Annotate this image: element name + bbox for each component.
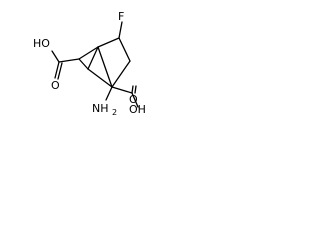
amine-subscript-label: 2: [112, 108, 117, 117]
left-carboxyl-oxygen-label: O: [51, 79, 60, 92]
structure-diagram: F HO O NH 2 O OH: [0, 0, 182, 148]
bond-c-n: [105, 86, 113, 101]
bond-ring-2: [118, 37, 131, 62]
bond-c-carboxyl-right: [111, 86, 133, 94]
bond-c-o-left-b: [57, 62, 63, 80]
bond-c-oh-left: [51, 50, 60, 63]
bond-c-o-right-b: [134, 85, 137, 94]
bond-cyclopropane-1: [87, 46, 99, 70]
bond-ring-4: [97, 46, 113, 88]
right-carboxyl-hydroxyl-label: OH: [129, 103, 146, 116]
bond-cyclopropane-3: [78, 46, 99, 60]
left-carboxyl-hydroxyl-label: HO: [33, 37, 50, 50]
amine-label: NH: [92, 102, 109, 115]
fluorine-label: F: [118, 10, 124, 23]
molecule-drawing: F HO O NH 2 O OH: [33, 10, 146, 117]
bond-cyclopropane-4: [78, 58, 89, 70]
bond-ring-1: [97, 37, 120, 48]
bond-c-f: [118, 21, 123, 39]
bond-c-o-right-a: [131, 85, 134, 94]
bond-ring-3: [111, 60, 131, 88]
bond-c-o-left-a: [54, 61, 60, 79]
bond-c-oh-right: [131, 92, 139, 108]
bond-cyclopropane-2: [87, 68, 113, 88]
bond-c-carboxyl-left: [58, 58, 80, 63]
right-carboxyl-oxygen-label: O: [129, 93, 138, 106]
